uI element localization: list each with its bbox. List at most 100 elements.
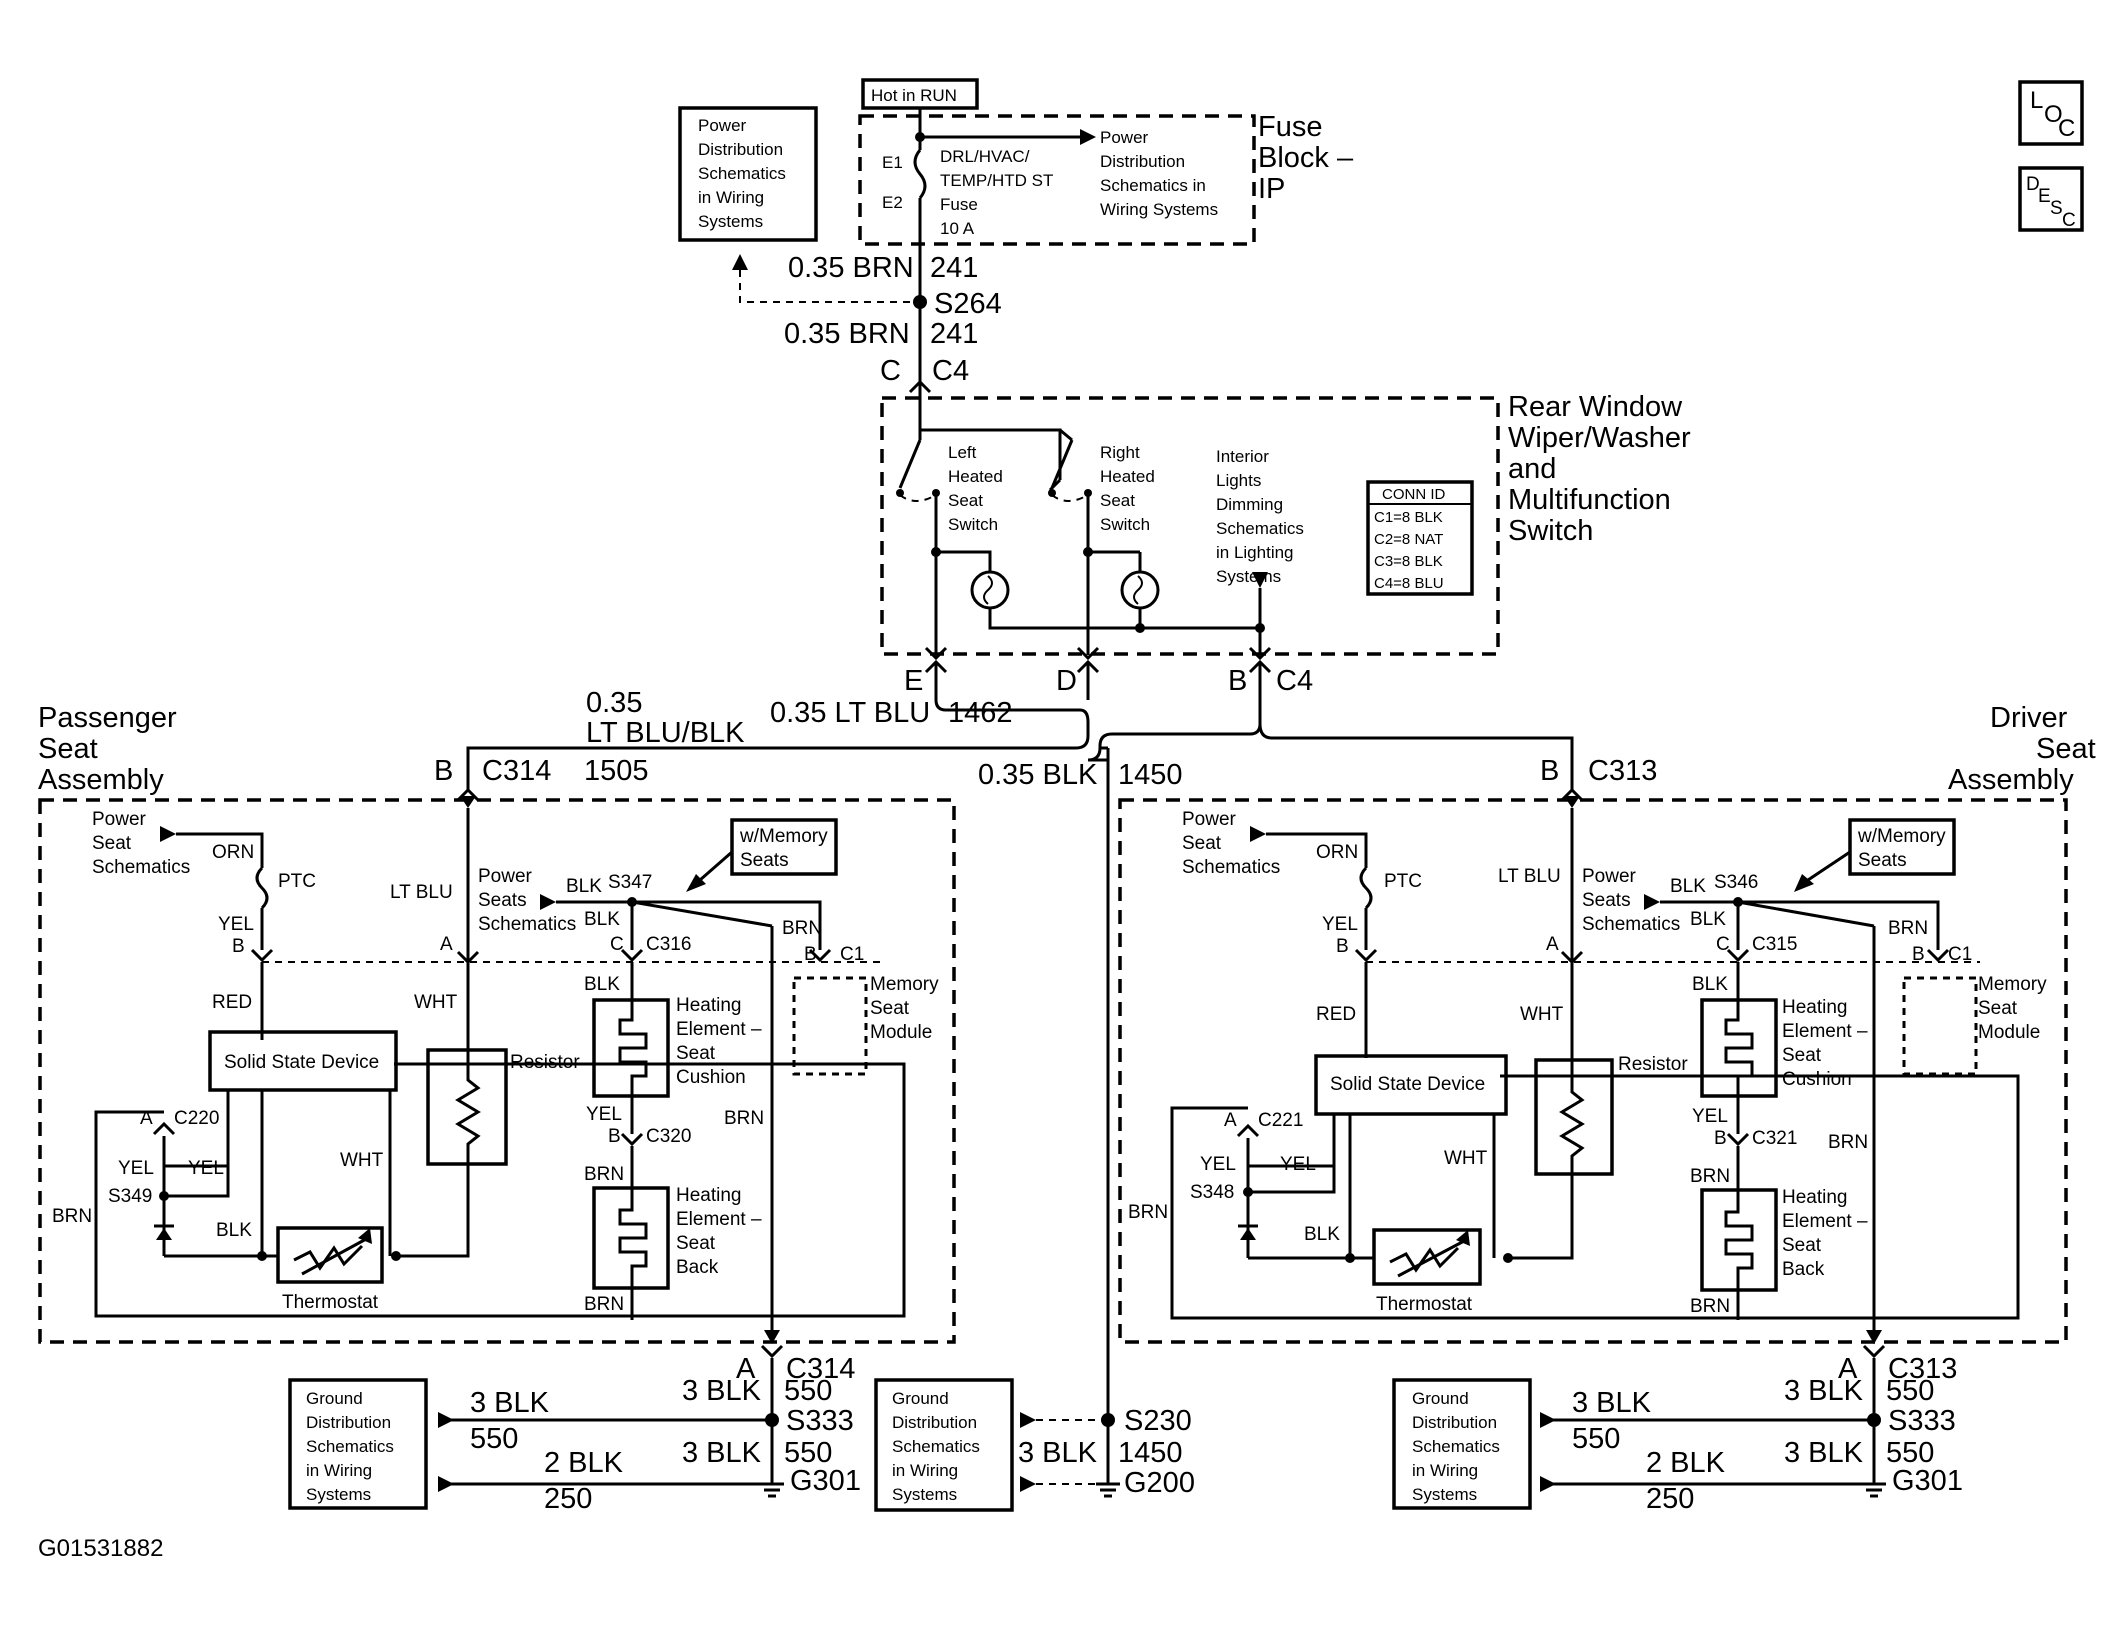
svg-text:Schematics: Schematics — [1216, 519, 1304, 538]
svg-text:S264: S264 — [934, 288, 1002, 320]
svg-text:Element –: Element – — [676, 1209, 762, 1230]
svg-text:Seats: Seats — [1582, 890, 1631, 911]
svg-text:BRN: BRN — [1690, 1166, 1730, 1187]
passenger-seat-box — [38, 798, 956, 1344]
desc-icon[interactable]: D E S C — [2018, 166, 2084, 232]
driver-memory-tag — [1848, 818, 1956, 876]
svg-text:C315: C315 — [1752, 934, 1797, 955]
svg-text:A: A — [736, 1353, 756, 1385]
passenger-power-seats-label: Power Seats Schematics — [478, 866, 576, 935]
svg-text:YEL: YEL — [1200, 1154, 1236, 1175]
svg-text:Schematics: Schematics — [1582, 914, 1680, 935]
svg-text:1505: 1505 — [584, 755, 649, 787]
arrow-down-icon — [1252, 572, 1268, 588]
svg-text:3 BLK: 3 BLK — [1784, 1437, 1864, 1469]
mid-wire-labels: 0.35 LT BLU/BLK 1505 0.35 LT BLU 1462 0.… — [584, 687, 1183, 791]
svg-text:3 BLK: 3 BLK — [1784, 1375, 1864, 1407]
svg-text:BRN: BRN — [584, 1164, 624, 1185]
svg-text:A: A — [1838, 1353, 1858, 1385]
svg-text:Passenger: Passenger — [38, 702, 177, 734]
svg-text:BRN: BRN — [1888, 918, 1928, 939]
svg-text:Right: Right — [1100, 443, 1140, 462]
svg-text:3 BLK: 3 BLK — [682, 1375, 762, 1407]
svg-text:BLK: BLK — [216, 1220, 252, 1241]
svg-text:Power: Power — [478, 866, 533, 887]
svg-text:241: 241 — [930, 318, 978, 350]
svg-text:WHT: WHT — [414, 992, 458, 1013]
svg-text:in Wiring: in Wiring — [892, 1461, 958, 1480]
svg-text:C3=8 BLK: C3=8 BLK — [1374, 553, 1443, 570]
svg-text:B: B — [232, 936, 245, 957]
passenger-title: Passenger Seat Assembly — [38, 702, 177, 796]
svg-text:Cushion: Cushion — [1782, 1069, 1852, 1090]
svg-text:Schematics: Schematics — [892, 1437, 980, 1456]
svg-text:Fuse: Fuse — [940, 195, 978, 214]
driver-heat-cushion-label: Heating Element – Seat Cushion — [1782, 997, 1868, 1090]
passenger-heat-cushion-label: Heating Element – Seat Cushion — [676, 995, 762, 1088]
svg-text:BLK: BLK — [1692, 974, 1728, 995]
arrow-right-icon — [1080, 129, 1096, 145]
svg-text:Assembly: Assembly — [1948, 764, 2074, 796]
svg-text:Dimming: Dimming — [1216, 495, 1283, 514]
svg-text:A: A — [440, 934, 453, 955]
svg-text:D: D — [1056, 665, 1077, 697]
svg-text:Left: Left — [948, 443, 977, 462]
svg-text:YEL: YEL — [1322, 914, 1358, 935]
svg-text:E1: E1 — [882, 153, 903, 172]
svg-text:in Lighting: in Lighting — [1216, 543, 1294, 562]
svg-text:S333: S333 — [1888, 1405, 1956, 1437]
svg-text:Heated: Heated — [948, 467, 1003, 486]
svg-text:IP: IP — [1258, 173, 1285, 205]
svg-text:550: 550 — [1886, 1375, 1934, 1407]
svg-text:PTC: PTC — [1384, 871, 1422, 892]
svg-text:BRN: BRN — [584, 1294, 624, 1315]
svg-text:B: B — [804, 944, 817, 965]
driver-heat-back-label: Heating Element – Seat Back — [1782, 1187, 1868, 1280]
svg-text:0.35 BRN: 0.35 BRN — [784, 318, 910, 350]
svg-text:Systems: Systems — [698, 212, 763, 231]
svg-text:B: B — [1714, 1128, 1727, 1149]
svg-text:Seat: Seat — [38, 733, 98, 765]
driver-conn-pin: B — [1540, 755, 1559, 787]
svg-text:Resistor: Resistor — [1618, 1054, 1688, 1075]
svg-text:Element –: Element – — [1782, 1211, 1868, 1232]
passenger-arrow-left-icon — [160, 826, 176, 842]
svg-text:E2: E2 — [882, 193, 903, 212]
svg-text:Switch: Switch — [948, 515, 998, 534]
svg-text:Memory: Memory — [1978, 974, 2047, 995]
svg-text:Thermostat: Thermostat — [282, 1292, 379, 1313]
passenger-memory-tag — [730, 818, 838, 876]
svg-text:Solid State Device: Solid State Device — [224, 1052, 379, 1073]
svg-text:A: A — [1546, 934, 1559, 955]
loc-icon[interactable]: L O C — [2018, 80, 2084, 146]
svg-text:Heating: Heating — [1782, 1187, 1848, 1208]
svg-text:RED: RED — [212, 992, 252, 1013]
svg-text:3 BLK: 3 BLK — [1018, 1437, 1098, 1469]
svg-text:Power: Power — [92, 809, 147, 830]
svg-text:1450: 1450 — [1118, 759, 1183, 791]
svg-text:O: O — [2044, 101, 2063, 128]
svg-text:Seat: Seat — [2036, 733, 2096, 765]
svg-text:Schematics: Schematics — [1412, 1437, 1500, 1456]
svg-text:YEL: YEL — [218, 914, 254, 935]
svg-text:Assembly: Assembly — [38, 764, 164, 796]
svg-text:Schematics: Schematics — [698, 164, 786, 183]
svg-text:Ground: Ground — [892, 1389, 949, 1408]
power-distribution-label: Power Distribution Schematics in Wiring … — [698, 116, 786, 231]
svg-text:Systems: Systems — [1216, 567, 1281, 586]
svg-text:Schematics: Schematics — [92, 857, 190, 878]
svg-text:250: 250 — [1646, 1483, 1694, 1515]
svg-text:Module: Module — [1978, 1022, 2040, 1043]
svg-text:Cushion: Cushion — [676, 1067, 746, 1088]
svg-text:YEL: YEL — [586, 1104, 622, 1125]
svg-text:Schematics in: Schematics in — [1100, 176, 1206, 195]
svg-text:Ground: Ground — [306, 1389, 363, 1408]
driver-memory-module — [1902, 976, 1978, 1076]
svg-text:C1=8 BLK: C1=8 BLK — [1374, 509, 1443, 526]
svg-text:1462: 1462 — [948, 697, 1013, 729]
fuse-labels: E1 E2 DRL/HVAC/ TEMP/HTD ST Fuse 10 A Po… — [882, 128, 1218, 238]
svg-text:ORN: ORN — [1316, 842, 1358, 863]
svg-text:Schematics: Schematics — [1182, 857, 1280, 878]
svg-text:Power: Power — [1582, 866, 1637, 887]
